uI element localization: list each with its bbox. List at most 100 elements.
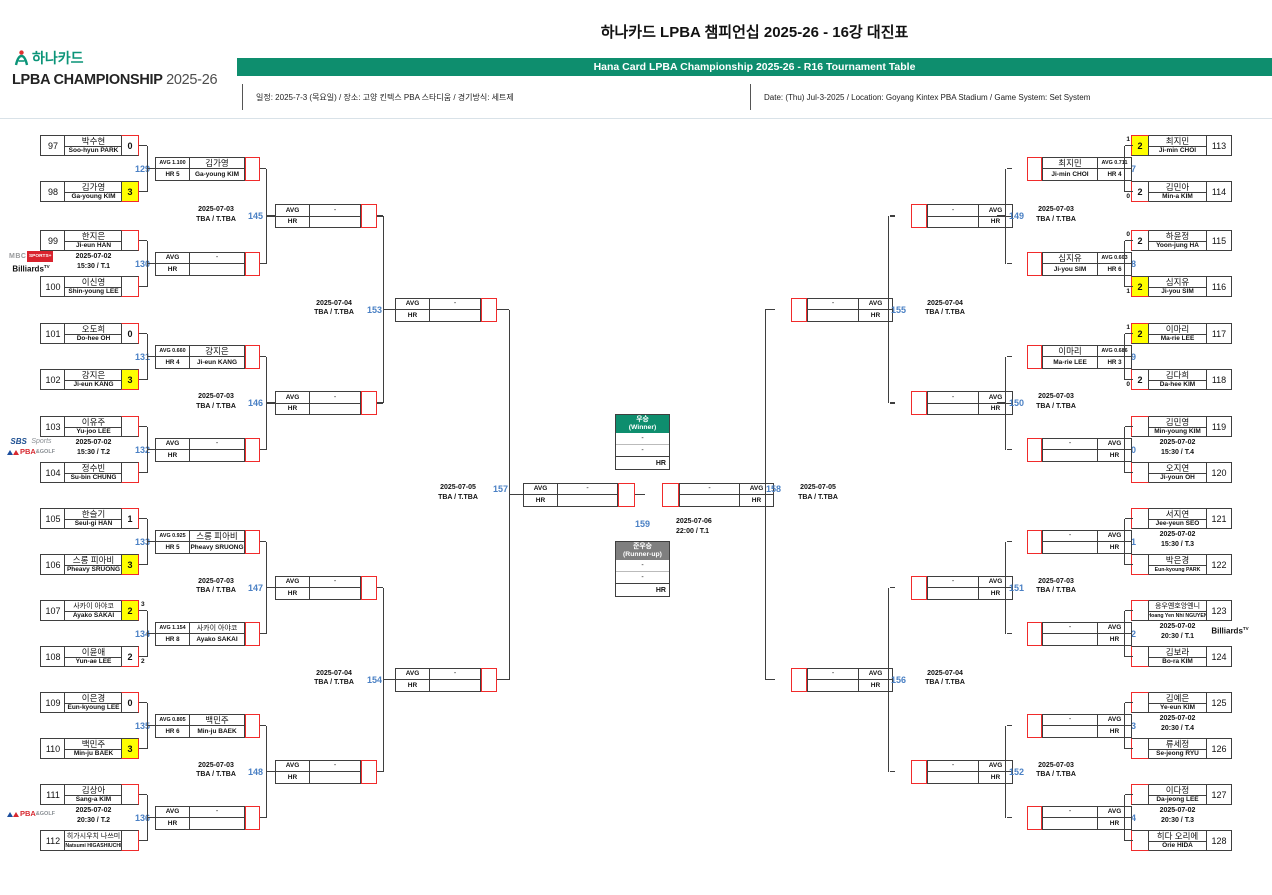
ln	[267, 215, 275, 217]
advancer-name-en	[680, 495, 739, 506]
player-name-en: Da-hee KIM	[1159, 381, 1196, 389]
advancer-name-en	[808, 310, 858, 321]
advancer-name-ko: -	[1043, 439, 1097, 450]
pba-golf-text: &GOLF	[35, 449, 56, 455]
ln	[1125, 239, 1133, 242]
player-seed-number: 114	[1206, 181, 1232, 202]
round2-advancer-connector-stub	[1027, 156, 1042, 181]
ln	[889, 215, 895, 217]
player-score-box	[121, 830, 139, 851]
stat-avg: AVG	[1098, 715, 1131, 726]
round2-advancer-connector-stub	[1027, 713, 1042, 738]
quarterfinal-connector-stub	[361, 575, 377, 600]
advancer-name-en	[928, 588, 978, 599]
round2-advancer-connector-stub	[1027, 529, 1042, 554]
player-name-ko: 이유주	[65, 417, 122, 428]
advancer-name-ko: -	[928, 761, 978, 772]
runnerup-name-line1: -	[616, 560, 669, 572]
ln	[1006, 355, 1012, 358]
player-name-ko: 김다희	[1149, 370, 1206, 381]
player-shootout-score: 0	[1126, 231, 1130, 238]
advancer-name-ko: -	[808, 299, 858, 310]
advancer-name-en: Pheavy SRUONG	[190, 543, 244, 551]
match-date: 2025-07-02	[1159, 531, 1196, 538]
player-name-ko: 이신영	[65, 277, 122, 288]
final-date-line: 2025-07-06	[676, 518, 712, 525]
match-time: TBA / T.TBA	[798, 493, 838, 501]
stat-avg: AVG	[396, 669, 429, 680]
pba-mark-icon	[6, 811, 13, 817]
player-name-ko: 김보라	[1149, 647, 1206, 658]
advancer-name-en: Ji-you SIM	[1053, 265, 1087, 273]
stat-hr: HR	[287, 218, 298, 226]
player-name-ko: 오도희	[65, 324, 122, 335]
ln	[1125, 332, 1133, 335]
player-name-ko: 오지연	[1149, 463, 1206, 474]
player-seed-number: 103	[40, 416, 66, 437]
match-number-label: 129	[134, 163, 150, 174]
ln	[1125, 563, 1133, 566]
ln	[265, 725, 267, 818]
round2-advancer-connector-stub	[245, 344, 260, 369]
ln	[1125, 378, 1133, 381]
player-name-en: Jee-yeun SEO	[1155, 520, 1200, 528]
ln	[148, 540, 155, 543]
final-time-line: 22:00 / T.1	[676, 527, 710, 535]
player-name-en: Natsumi HIGASHIUCHI	[65, 842, 122, 849]
advancer-name-ko: -	[1043, 531, 1097, 542]
ln	[148, 167, 155, 170]
ln	[1004, 356, 1006, 450]
ln	[260, 816, 266, 819]
stat-avg: AVG 0.805	[156, 715, 189, 726]
advancer-name-en	[808, 680, 858, 691]
ln	[1125, 517, 1133, 520]
player-name-en: Su-bin CHUNG	[70, 474, 117, 482]
match-time: TBA / T.TBA	[196, 587, 236, 594]
stat-hr: HR	[870, 681, 881, 689]
player-seed-number: 113	[1206, 135, 1232, 156]
ln	[997, 215, 1005, 217]
player-seed-number: 121	[1206, 508, 1232, 529]
ln	[1004, 168, 1006, 264]
ln	[1125, 747, 1133, 750]
match-date: 2025-07-03	[198, 577, 234, 585]
quarterfinal-value: -	[928, 205, 978, 227]
ln	[1125, 793, 1133, 796]
ln	[146, 610, 148, 657]
player-name-en: Se-jeong RYU	[1156, 750, 1199, 758]
quarterfinal-value: -	[310, 392, 360, 414]
player-seed-number: 115	[1206, 230, 1232, 251]
advancer-name-en: Ji-eun KANG	[196, 358, 238, 366]
player-name-ko: 이마리	[1149, 324, 1206, 335]
ln	[887, 216, 889, 403]
player-seed-number: 127	[1206, 784, 1232, 805]
ln	[1123, 518, 1125, 565]
advancer-name-en: Ayako SAKAI	[196, 635, 238, 643]
ln	[1117, 632, 1124, 635]
player-name-en: Hoang Yen Nhi NGUYEN	[1149, 612, 1206, 619]
match-date: 2025-07-02	[75, 807, 112, 814]
pba-mark-icon	[6, 449, 13, 455]
player-name-en: Min-ju BAEK	[73, 750, 114, 758]
stat-hr: HR	[167, 265, 178, 273]
advancer-name-ko: -	[928, 205, 978, 217]
stat-avg: AVG	[979, 577, 1012, 588]
player-seed-number: 101	[40, 323, 66, 344]
ln	[1123, 145, 1125, 192]
player-name-ko: 강지은	[65, 370, 122, 381]
match-time: 20:30 / T.2	[76, 816, 111, 824]
